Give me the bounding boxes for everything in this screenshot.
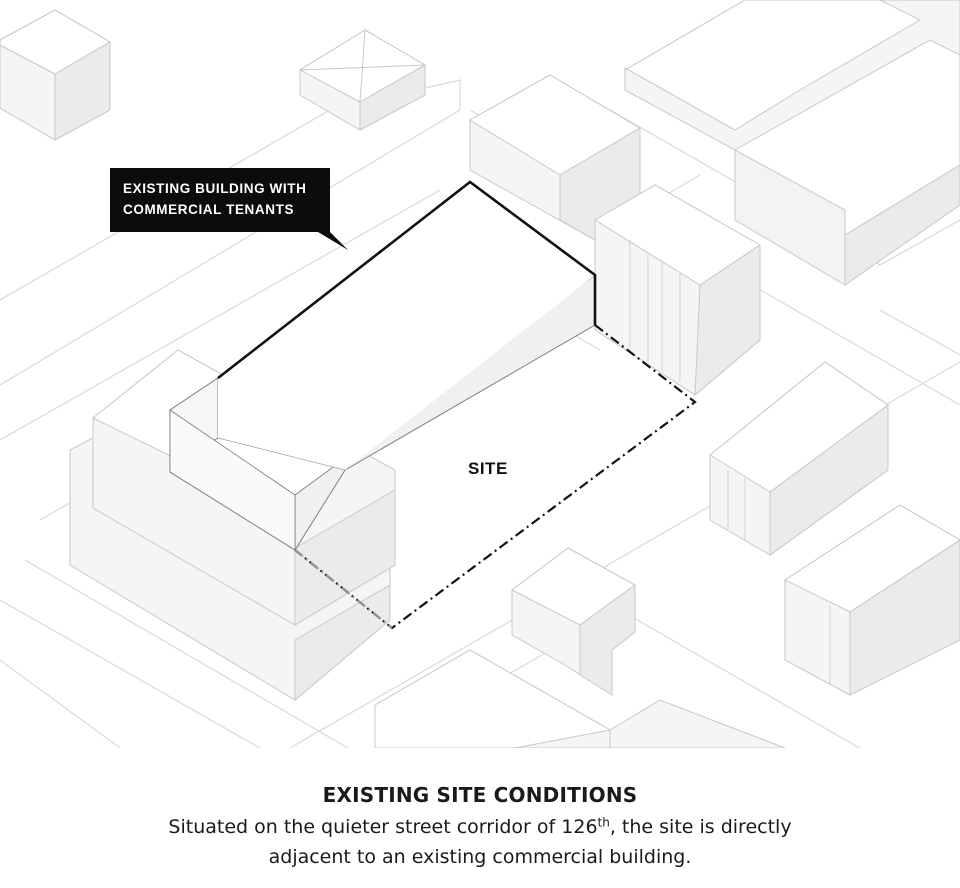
existing-commercial-building	[169, 180, 597, 552]
site-boundary	[294, 324, 697, 630]
context-building-behind-highlight	[469, 74, 641, 241]
figure-caption: EXISTING SITE CONDITIONS Situated on the…	[0, 778, 960, 872]
context-building-middle-right	[709, 361, 889, 556]
context-building-bottom-center	[511, 547, 636, 696]
context-building-bottom	[374, 649, 786, 748]
caption-body: Situated on the quieter street corridor …	[0, 812, 960, 872]
caption-superscript: th	[597, 815, 610, 830]
callout-line-2: COMMERCIAL TENANTS	[123, 202, 294, 217]
context-building-pyramid-roof	[298, 29, 427, 131]
building-callout: EXISTING BUILDING WITH COMMERCIAL TENANT…	[110, 168, 348, 250]
caption-line-1-start: Situated on the quieter street corridor …	[168, 816, 598, 838]
caption-title: EXISTING SITE CONDITIONS	[322, 783, 638, 807]
context-building-right-tower	[594, 184, 761, 397]
callout-line-1: EXISTING BUILDING WITH	[123, 181, 306, 196]
context-building-top-right	[624, 0, 960, 286]
context-building-top-left	[0, 9, 111, 141]
caption-line-1-end: , the site is directly	[609, 816, 792, 838]
site-axonometric-diagram: SITE EXISTING BUILDING WITH COMMERCIAL T…	[0, 0, 960, 748]
site-label: SITE	[468, 459, 508, 478]
callout-box	[110, 168, 348, 250]
context-building-bottom-right	[783, 504, 960, 696]
caption-line-2: adjacent to an existing commercial build…	[268, 846, 692, 868]
